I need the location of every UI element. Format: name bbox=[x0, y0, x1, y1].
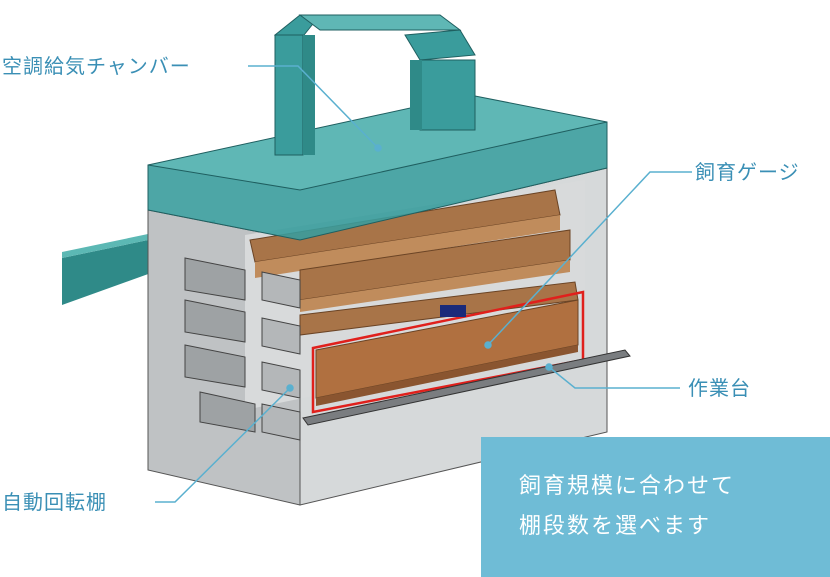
leader-cage-dot bbox=[484, 341, 492, 349]
label-rotating-shelf: 自動回転棚 bbox=[2, 490, 107, 514]
leader-chamber-dot bbox=[374, 144, 382, 152]
chamber-top bbox=[147, 94, 608, 191]
label-air-supply-chamber: 空調給気チャンバー bbox=[2, 54, 191, 78]
feature-note-line2: 棚段数を選べます bbox=[519, 514, 712, 539]
leader-lines bbox=[155, 65, 692, 503]
feature-note-line1: 飼育規模に合わせて bbox=[519, 474, 736, 499]
leader-cage bbox=[487, 171, 692, 346]
label-workbench: 作業台 bbox=[688, 376, 751, 400]
leader-shelf bbox=[155, 387, 291, 503]
active-cage-drawer bbox=[311, 290, 585, 414]
feature-note: 飼育規模に合わせて 棚段数を選べます bbox=[481, 437, 830, 577]
label-breeding-cage: 飼育ゲージ bbox=[695, 160, 800, 184]
rotating-shelf-panels bbox=[184, 257, 301, 441]
leader-workbench-dot bbox=[545, 363, 553, 371]
supply-duct bbox=[273, 14, 476, 156]
leader-chamber bbox=[248, 65, 379, 149]
leader-workbench bbox=[548, 366, 680, 389]
leader-shelf-dot bbox=[286, 384, 294, 392]
